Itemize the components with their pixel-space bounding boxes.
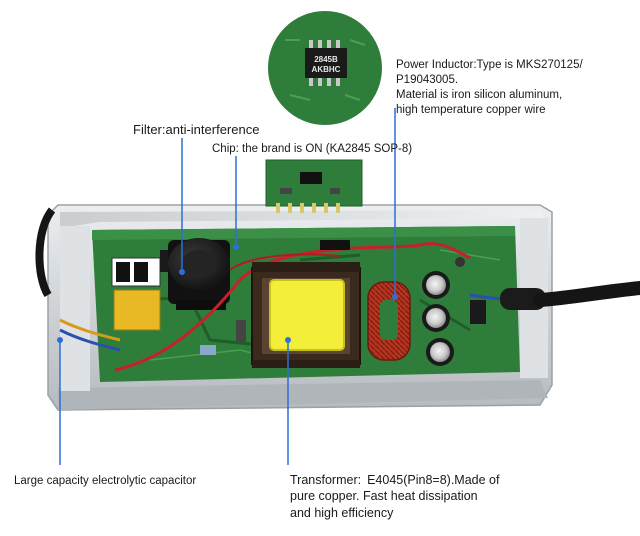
filter-component (111, 250, 174, 331)
transformer-label-line-3: and high efficiency (290, 505, 394, 520)
inductor-label-line-2: P19043005. (396, 73, 459, 86)
transformer-label-head: Transformer: (290, 473, 362, 487)
leader-lines (59, 108, 396, 465)
chip-marking-1: 2845B (314, 55, 338, 64)
chip-marking-2: AKBHC (312, 65, 341, 74)
power-inductor (367, 281, 411, 361)
inductor-label-line-3: Material is iron silicon aluminum, (396, 88, 563, 101)
small-components (200, 240, 486, 355)
electrolytic-capacitor (168, 238, 230, 310)
chip-ic (305, 48, 347, 78)
cables (35, 207, 640, 352)
inductor-label: Power Inductor:Type is MKS270125/ P19043… (396, 58, 636, 118)
transformer-label-line-2: pure copper. Fast heat dissipation (290, 489, 478, 504)
leader-dots (57, 244, 398, 343)
transformer-label-rest: E4045(Pin8=8).Made of (367, 473, 500, 487)
capacitor-label: Large capacity electrolytic capacitor (14, 475, 197, 487)
filter-label: Filter:anti-interference (133, 122, 260, 137)
inductor-label-line-1: Power Inductor:Type is MKS270125/ (396, 59, 583, 71)
controller-board (265, 159, 363, 213)
chip-inset: 2845B AKBHC (266, 9, 384, 127)
transformer-label: Transformer: E4045(Pin8=8).Made of pure c… (290, 472, 630, 521)
transformer (251, 262, 361, 368)
chip-label: Chip: the brand is ON (KA2845 SOP-8) (212, 143, 413, 155)
inductor-label-line-4: high temperature copper wire (396, 103, 546, 116)
output-capacitors (422, 271, 454, 366)
